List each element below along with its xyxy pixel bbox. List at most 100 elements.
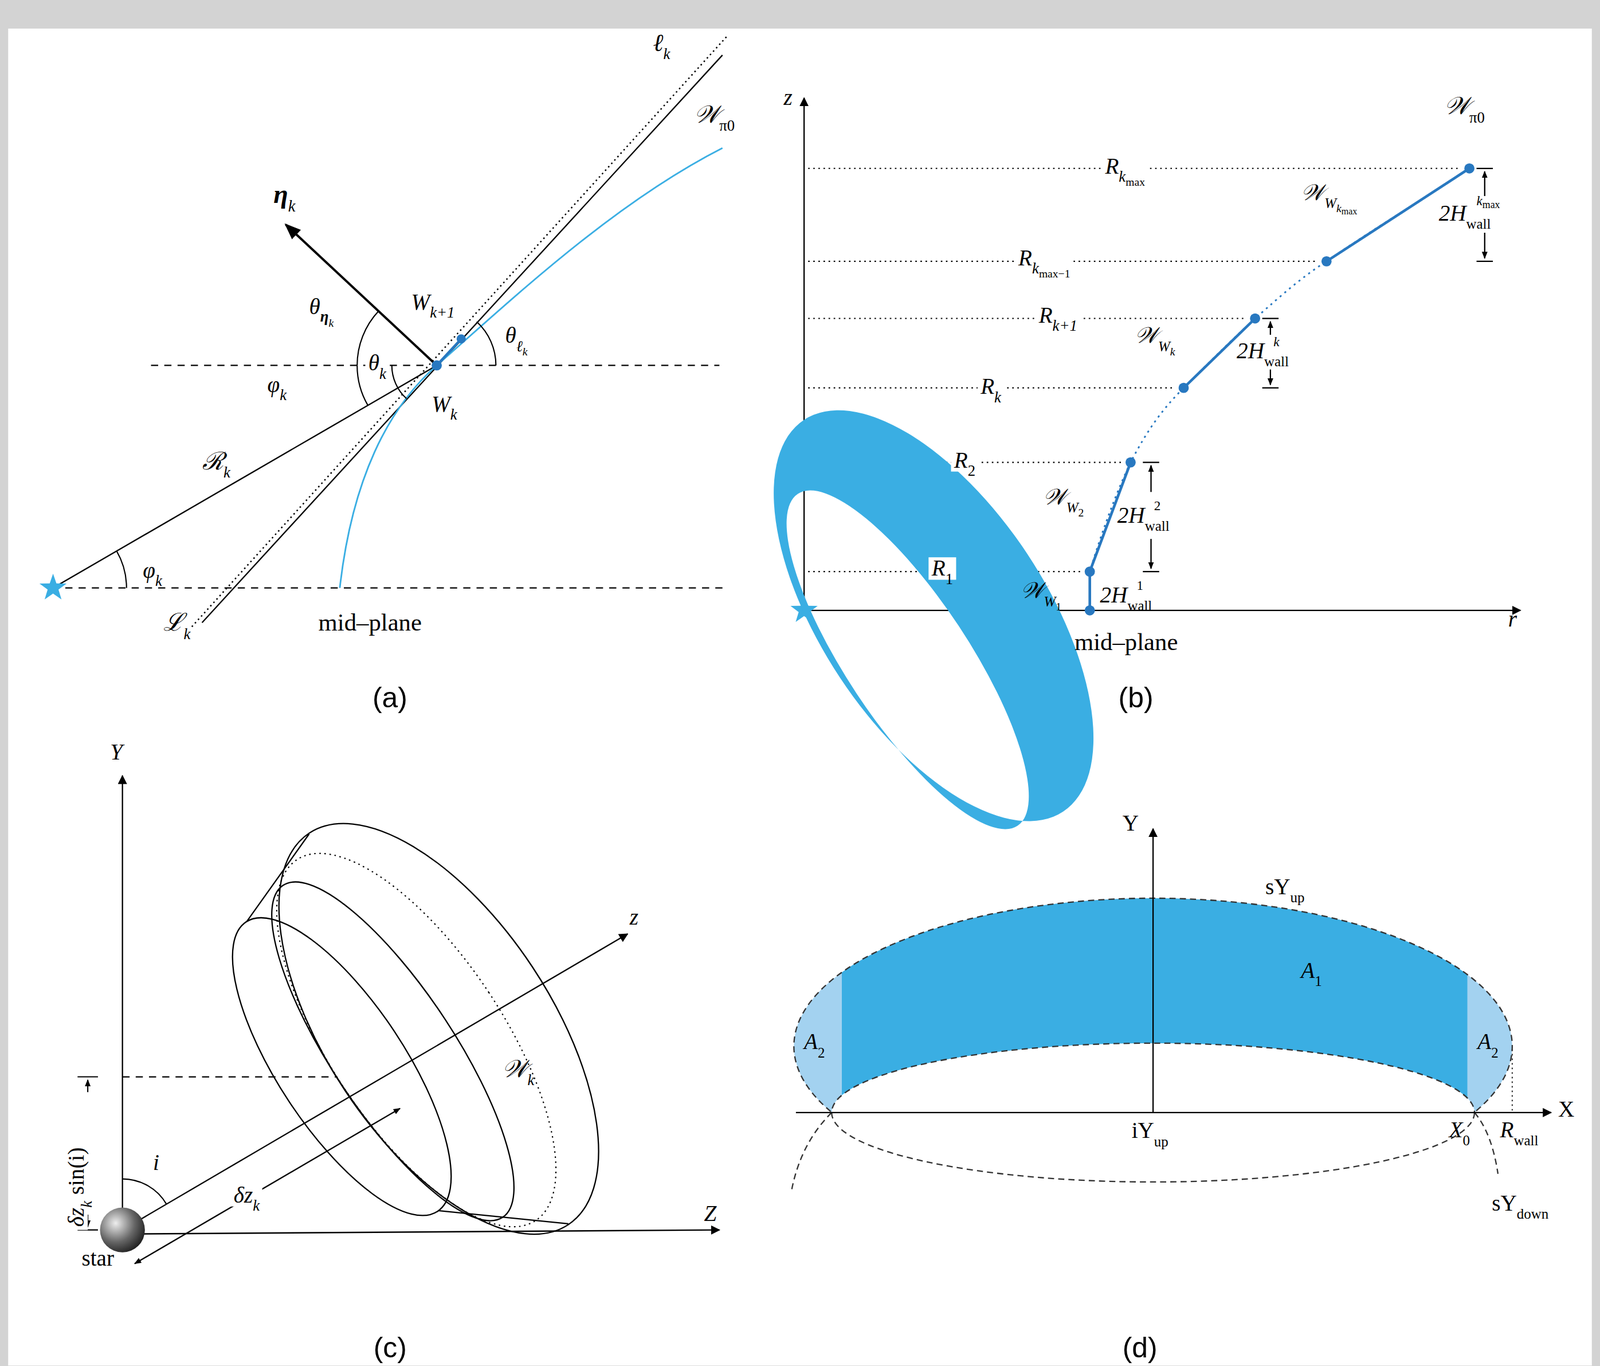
subscript-label: 2 [967,462,976,479]
label-group: Wk [431,393,458,416]
subscript-label: k [522,344,528,358]
label-group: i [153,1151,160,1174]
subscript-label: k [252,1197,260,1214]
panel-label: (b) [1118,681,1154,713]
subscript-label: k [155,572,163,589]
label-group: A2 [1477,1030,1498,1053]
label-group: 𝒲W1 [1020,579,1062,602]
axis-label: sY [1265,873,1291,900]
math-label: W [431,390,451,417]
math-label: ℛ [202,448,224,475]
axis-label: 1 [1136,577,1144,594]
label-group: 1 [1136,576,1144,593]
label-group: mid–plane [1074,629,1178,655]
axis-label: star [81,1244,115,1271]
label-group: θℓk [504,324,528,347]
math-label: R [1499,1116,1514,1143]
subscript-label: k [527,1071,535,1088]
panel-label: (c) [373,1331,407,1364]
subscript-label: up [1154,1133,1169,1149]
subscript-label: max [1482,198,1501,211]
subscript-label: k [379,365,387,382]
subscript-label: W [1324,195,1337,212]
label-group: θηk [309,295,335,319]
math-label: ℓ [653,29,664,57]
label-group: Wk+1 [411,290,456,313]
math-label: 𝒲 [1300,179,1325,206]
math-label: φ [142,557,156,583]
math-label: z [783,84,793,111]
label-group: 𝒲k [502,1056,535,1081]
subscript-label: k [450,406,458,423]
label-group: 2Hwall [1117,504,1170,527]
label-group: Rk [977,375,1005,398]
vector-label: η [273,179,288,210]
math-label: Y [110,738,123,765]
math-label: r [1508,606,1517,633]
label-group: θk [365,351,390,375]
label-group: (a) [372,683,408,713]
subscript-label: 1 [1055,600,1062,613]
math-label: ℒ [163,609,184,636]
axis-label: X [1558,1095,1575,1122]
subscript-label: k+1 [429,304,455,321]
label-group: k [1273,332,1280,349]
angle-arc [476,321,497,366]
math-label: θ [368,350,380,376]
subscript-label: k [279,386,287,403]
label-group: 2Hwall [1099,583,1152,607]
label-group: 2 [1154,496,1162,513]
math-label: X [1448,1116,1463,1143]
subscript-label: k [183,625,191,642]
subscript-label: k [223,464,231,481]
subscript-label: max [1125,175,1145,188]
math-label: R [954,446,968,473]
subscript-label: ℓ [516,337,523,354]
subscript-label: k [1118,168,1126,185]
math-label: i [153,1148,160,1175]
label-group: δzksin(i) [65,1143,88,1230]
math-label: k [1273,333,1280,349]
label-group: Z [704,1202,717,1225]
subscript-label: max−1 [1038,267,1071,280]
subscript-label: wall [1127,597,1152,614]
axis-label: mid–plane [1074,628,1178,656]
label-group: φk [142,559,163,582]
subscript-label: k [663,45,670,62]
axis-label: Y [1122,810,1139,837]
axis-label: sY [1491,1189,1517,1216]
subscript-label: k [1032,260,1039,277]
label-group: z [783,86,793,109]
label-group: ℒk [163,610,191,635]
label-group: sYup [1265,875,1305,898]
panel-label: (d) [1122,1331,1158,1364]
axis-label: 2 [1154,497,1162,514]
subscript-label: k [994,388,1002,405]
math-label: k [1476,193,1483,209]
panel-c-art [77,357,1157,1286]
subscript-label: wall [1513,1132,1539,1148]
label-group: 𝒲π0 [693,102,735,127]
label-group: Rkmax−1 [1015,246,1074,270]
math-label: φ [267,371,281,398]
label-group: 𝒲Wk [1134,324,1175,347]
subscript-label: wall [1466,216,1492,232]
math-label: 𝒲 [1444,92,1470,120]
subscript-label: W [1044,593,1057,610]
math-label: R [1018,244,1033,271]
label-group: Y [110,740,123,764]
label-group: ℓk [653,30,671,56]
math-label: A [1477,1028,1492,1055]
label-group: 𝒲Wkmax [1300,181,1358,205]
label-group: φk [267,373,288,396]
subscript-label: k [1336,202,1342,215]
label-group: star [81,1246,115,1270]
label-group: ℛk [198,448,234,474]
math-label: 2H [1117,502,1145,528]
math-label: 𝒲 [693,100,720,128]
panel-a-art [53,36,727,627]
subscript-label: wall [1144,518,1170,535]
subscript-label: k [1170,344,1176,358]
label-group: (c) [373,1333,407,1363]
